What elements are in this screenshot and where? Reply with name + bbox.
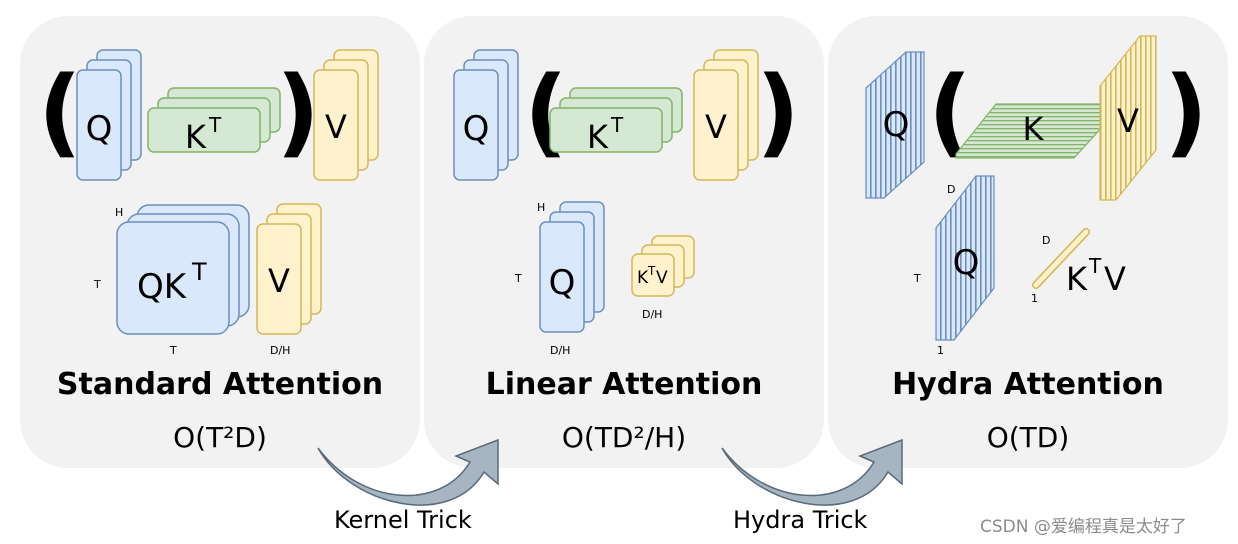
lin-q (453, 69, 499, 181)
qkt-label-qk: QK (137, 267, 188, 307)
lin-ktv-v: V (656, 268, 668, 288)
lin-kt-label-t: T (610, 113, 624, 137)
lin-dim-dh-kv: D/H (642, 308, 662, 321)
hydra-q-label: Q (883, 105, 910, 145)
lin-kt (549, 107, 663, 153)
q-label: Q (86, 109, 113, 149)
linear-bottom-group: Q H T D/H K T V D/H (514, 201, 695, 357)
v-matrix (313, 69, 359, 181)
dim-t-left: T (93, 278, 101, 291)
lin-close-paren: ) (756, 56, 800, 168)
hydra-ktv-stripes (1033, 229, 1089, 288)
standard-bottom-group: QK T H T T V D/H (93, 203, 322, 357)
kernel-trick-arrow (317, 438, 499, 506)
hydra-close-paren: ) (1164, 56, 1208, 168)
hydra-q (865, 51, 925, 199)
title-standard: Standard Attention (56, 367, 384, 402)
v2-label: V (268, 262, 290, 300)
open-paren: ( (38, 56, 82, 168)
kt-label-k: K (185, 118, 207, 156)
lin-ktv (631, 253, 675, 297)
lin-ktv-t: T (647, 264, 656, 278)
lin-dim-t: T (514, 272, 522, 285)
complexity-hydra: O(TD) (986, 421, 1070, 454)
title-hydra: Hydra Attention (892, 367, 1164, 402)
hydra-v (1099, 35, 1157, 201)
hydra-ktv-v: V (1104, 260, 1126, 298)
watermark: CSDN @爱编程真是太好了 (980, 517, 1187, 537)
dim-h: H (115, 206, 123, 219)
hydra-bottom-group: Q D T 1 D 1 K T V (913, 175, 1126, 357)
hydra-k-label: K (1023, 110, 1045, 148)
kernel-trick-label: Kernel Trick (334, 506, 472, 534)
hydra-ktv-k: K (1066, 260, 1088, 298)
hydra-top-group: Q ( K V ) (865, 35, 1208, 201)
hydra-dim-d-q: D (947, 183, 955, 196)
hydra-trick-label: Hydra Trick (733, 506, 868, 534)
qkt-matrix (116, 221, 230, 335)
lin-ktv-k: K (637, 268, 649, 288)
hydra-dim-one-q: 1 (937, 344, 944, 357)
v2-matrix (256, 223, 302, 335)
complexity-linear: O(TD²/H) (561, 421, 687, 454)
hydra-dim-d-kv: D (1042, 234, 1050, 247)
title-linear: Linear Attention (485, 367, 763, 402)
lin-kt-label-k: K (587, 118, 609, 156)
lin-dim-h: H (537, 201, 545, 214)
hydra-v-label: V (1117, 102, 1139, 140)
linear-top-group: Q ( K T V ) (453, 49, 800, 181)
hydra-q2-label: Q (953, 243, 980, 283)
hydra-dim-one-kv: 1 (1031, 292, 1038, 305)
lin-q2 (539, 221, 585, 333)
lin-v-label: V (705, 108, 727, 146)
v-label: V (325, 108, 347, 146)
standard-top-group: ( Q K T ) V (38, 49, 379, 181)
q-matrix (76, 69, 122, 181)
close-paren: ) (276, 56, 320, 168)
qkt-label-t: T (191, 258, 207, 286)
hydra-q2 (935, 175, 995, 341)
kt-matrix (147, 107, 261, 153)
hydra-dim-t: T (913, 272, 921, 285)
hydra-trick-arrow (721, 438, 903, 506)
dim-t-bottom: T (169, 344, 177, 357)
lin-v (693, 69, 739, 181)
kt-label-t: T (208, 113, 222, 137)
lin-q-label: Q (463, 109, 490, 149)
hydra-ktv-t: T (1088, 254, 1102, 278)
complexity-standard: O(T²D) (173, 421, 267, 454)
lin-q2-label: Q (549, 263, 576, 303)
dim-dh: D/H (270, 344, 290, 357)
lin-dim-dh-q: D/H (550, 344, 570, 357)
